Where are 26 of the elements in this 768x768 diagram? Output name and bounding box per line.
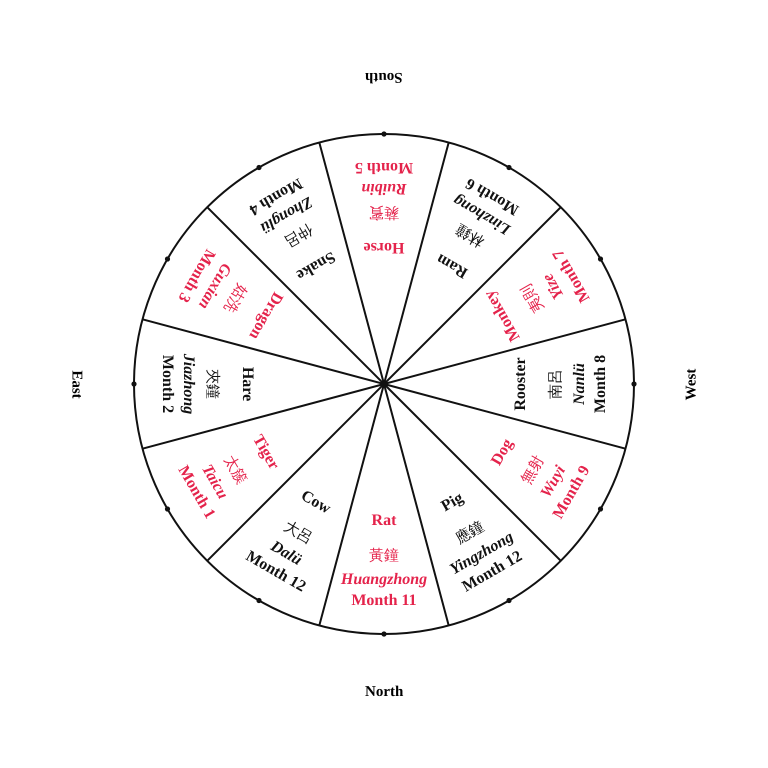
pitch-name: Ruibin xyxy=(361,180,407,196)
direction-label: East xyxy=(68,370,85,398)
animal-name: Ram xyxy=(434,250,471,280)
month-label: Month 2 xyxy=(159,354,175,414)
animal-name: Rooster xyxy=(513,357,529,411)
animal-name: Rat xyxy=(372,513,396,529)
animal-name: Snake xyxy=(293,248,338,283)
direction-label: West xyxy=(683,368,700,400)
pitch-characters: 南呂 xyxy=(548,369,564,399)
direction-label: South xyxy=(365,68,403,84)
pitch-name: Nanlü xyxy=(572,363,588,405)
month-label: Month 11 xyxy=(351,593,417,609)
animal-name: Dog xyxy=(488,436,516,468)
animal-name: Pig xyxy=(438,490,466,516)
pitch-characters: 蕤賓 xyxy=(369,204,399,220)
pitch-characters: 夷則 xyxy=(518,281,547,315)
pitch-characters: 黃鐘 xyxy=(369,548,399,564)
pitch-name: Jiazhong xyxy=(180,354,196,414)
animal-name: Hare xyxy=(239,366,255,402)
month-label: Month 8 xyxy=(593,354,609,414)
animal-name: Horse xyxy=(364,239,404,255)
direction-label: North xyxy=(365,684,404,700)
month-label: Month 5 xyxy=(354,159,414,175)
pitch-name: Huangzhong xyxy=(340,572,428,588)
pitch-characters: 夾鐘 xyxy=(204,369,220,399)
animal-name: Cow xyxy=(298,488,333,518)
